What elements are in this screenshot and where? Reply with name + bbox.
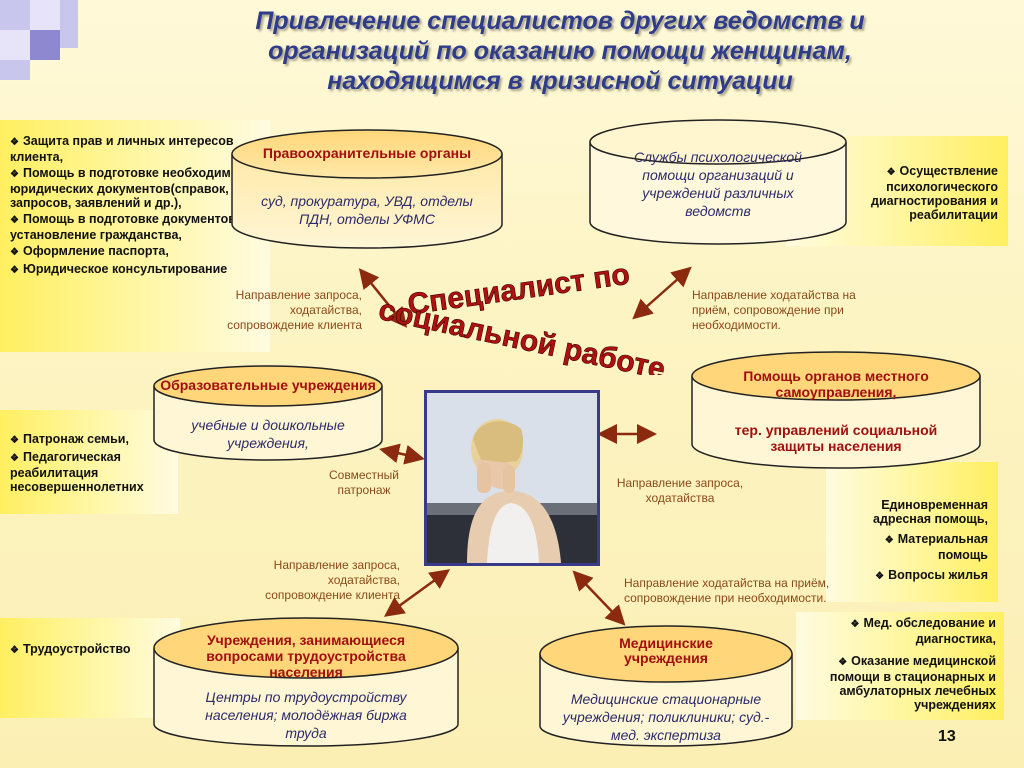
cylinder-heading: Правоохранительные органы (262, 145, 472, 161)
panel-social: Единовременная адресная помощь, ❖Материа… (826, 462, 998, 602)
cylinder-heading: Помощь органов местного самоуправления, (743, 368, 929, 400)
cylinder-body: учебные и дошкольные учреждения, (191, 417, 345, 451)
panel-medical: ❖Мед. обследование и диагностика, ❖Оказа… (796, 612, 1004, 720)
cylinder-body: Центры по трудоустройству населения; мол… (205, 689, 407, 741)
bullet-item: ❖Оформление паспорта, (10, 244, 169, 258)
bullet-item: ❖Оказание медицинской помощи в стационар… (829, 654, 996, 712)
note-top-left: Направление запроса, ходатайства, сопров… (227, 288, 362, 332)
bullet-icon: ❖ (886, 167, 896, 178)
center-title: Специалист по социальной работе (376, 257, 669, 375)
bullet-icon: ❖ (850, 619, 860, 630)
bullet-item: ❖Мед. обследование и диагностика, (850, 616, 996, 646)
cylinder-psych-services: Службы психологической помощи организаци… (588, 118, 848, 246)
cylinder-shape (691, 351, 981, 469)
decor-square (0, 30, 30, 60)
cylinder-shape (153, 617, 459, 747)
bullet-item: ❖Защита прав и личных интересов клиента, (10, 134, 234, 164)
bullet-icon: ❖ (10, 435, 19, 446)
bullet-icon: ❖ (10, 265, 19, 276)
decor-square (30, 0, 60, 30)
arrow-connector (383, 569, 451, 617)
arrow-connector (379, 443, 425, 465)
note-mid-left: Совместный патронаж (329, 468, 399, 497)
cylinder-shape (589, 119, 847, 245)
bullet-icon: ❖ (10, 215, 19, 226)
note-mid-right: Направление запроса, ходатайства (616, 476, 744, 505)
title-line: находящимся в кризисной ситуации (327, 67, 793, 95)
cylinder-body: Службы психологической помощи организаци… (634, 149, 802, 219)
cylinder-body: Медицинские стационарные учреждения; пол… (562, 691, 770, 743)
arrow-connector (632, 266, 692, 320)
note-bottom-left: Направление запроса, ходатайства, сопров… (265, 558, 400, 602)
bullet-item: ❖Помощь в подготовке документов на устан… (10, 212, 254, 242)
cylinder-heading: Медицинские учреждения (619, 635, 713, 666)
decor-square (60, 0, 78, 30)
cylinder-shape (153, 365, 383, 461)
bullet-item: ❖Патронаж семьи, (10, 432, 129, 446)
bullet-icon: ❖ (10, 247, 19, 258)
cylinder-shape (231, 129, 503, 249)
cylinder-body: тер. управлений социальной защиты населе… (734, 422, 938, 454)
bullet-item: ❖Трудоустройство (10, 642, 131, 656)
distressed-woman-photo (424, 390, 600, 566)
panel-legal-help: ❖Защита прав и личных интересов клиента,… (0, 120, 270, 352)
bullet-icon: ❖ (838, 657, 848, 668)
bullet-item: ❖Материальная помощь (884, 532, 988, 562)
panel-employment: ❖Трудоустройство (0, 618, 180, 718)
title-line: Привлечение специалистов других ведомств… (255, 7, 865, 35)
bullet-icon: ❖ (10, 169, 19, 180)
bullet-icon: ❖ (10, 645, 19, 656)
bullet-icon: ❖ (10, 137, 19, 148)
cylinder-law-enforcement: Правоохранительные органы суд, прокурату… (230, 126, 504, 250)
decor-square (60, 30, 78, 48)
cylinder-shape (539, 625, 793, 747)
decor-square (0, 0, 30, 30)
cylinder-heading: Образовательные учреждения (160, 377, 376, 393)
bullet-item: ❖Помощь в подготовке необходимых юридиче… (10, 166, 249, 210)
bullet-item: ❖Юридическое консультирование (10, 262, 228, 276)
cylinder-employment: Учреждения, занимающиеся вопросами трудо… (152, 614, 460, 748)
cylinder-local-government: Помощь органов местного самоуправления, … (690, 348, 982, 470)
bullet-icon: ❖ (875, 571, 885, 582)
note-top-right: Направление ходатайства на приём, сопров… (692, 288, 856, 332)
slide-title: Привлечение специалистов других ведомств… (150, 6, 970, 96)
arrow-connector (572, 570, 626, 626)
bullet-item: ❖Педагогическая реабилитация несовершенн… (10, 450, 144, 494)
page-number: 13 (938, 728, 956, 745)
bullet-icon: ❖ (10, 453, 19, 464)
bullet-icon: ❖ (884, 535, 894, 546)
arrow-connector (358, 268, 408, 328)
cylinder-education: Образовательные учреждения учебные и дош… (152, 362, 384, 462)
note-bottom-right: Направление ходатайства на приём, сопров… (624, 576, 830, 605)
decor-square (30, 30, 60, 60)
panel-family: ❖Патронаж семьи, ❖Педагогическая реабили… (0, 410, 178, 514)
woman-illustration (427, 393, 597, 563)
title-line: организаций по оказанию помощи женщинам, (268, 37, 852, 65)
bullet-item: ❖Осуществление психологического диагност… (871, 164, 998, 222)
cylinder-medical: Медицинские учреждения Медицинские стаци… (538, 622, 794, 748)
decor-square (0, 60, 30, 80)
bullet-item: Единовременная адресная помощь, (873, 498, 988, 526)
bullet-item: ❖Вопросы жилья (875, 568, 988, 582)
cylinder-body: суд, прокуратура, УВД, отделы ПДН, отдел… (261, 193, 473, 227)
cylinder-heading: Учреждения, занимающиеся вопросами трудо… (206, 632, 406, 680)
